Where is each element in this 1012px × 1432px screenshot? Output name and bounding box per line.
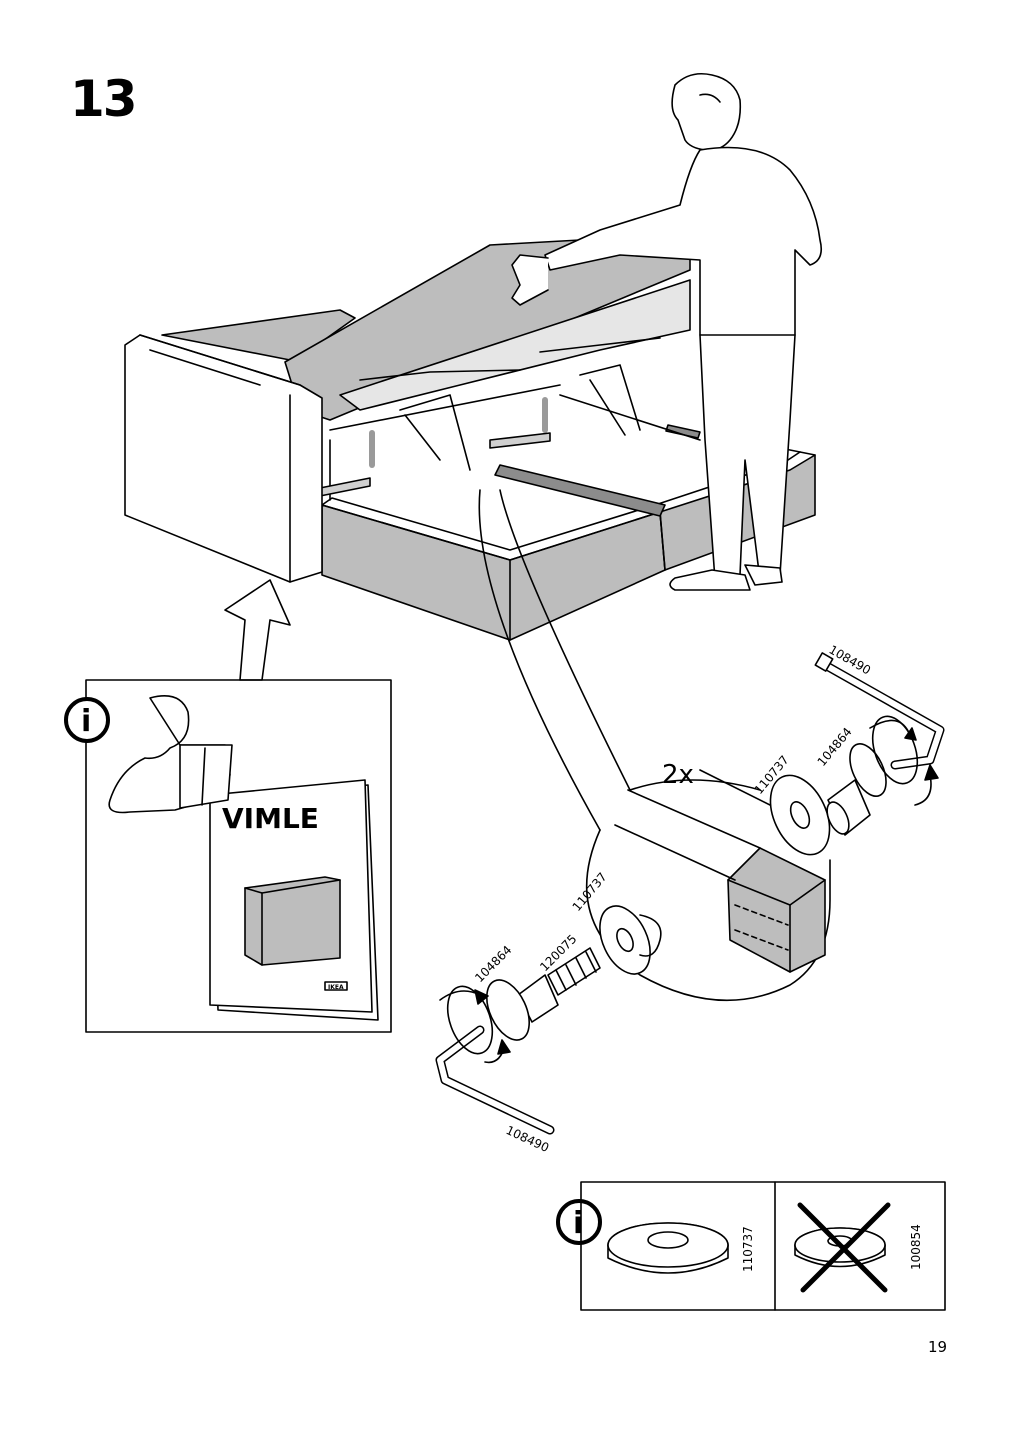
step-number: 13 (70, 70, 138, 128)
part-label-washer-wrong: 100854 (909, 1224, 923, 1270)
part-label-washer-correct: 110737 (741, 1226, 755, 1272)
person (511, 72, 823, 591)
booklet-brand-logo: IKEA (328, 984, 344, 991)
lower-hardware (435, 905, 662, 1135)
armrest (124, 334, 323, 583)
zoom-detail (585, 769, 831, 1002)
page-number: 19 (928, 1338, 948, 1356)
info-icon (556, 1199, 602, 1245)
booklet-title: VIMLE (222, 802, 319, 835)
info-icon (64, 697, 110, 743)
info-icon-glyph: i (573, 1206, 583, 1241)
upper-hardware (769, 652, 945, 856)
quantity-label: 2x (662, 760, 694, 790)
part-label-cap-nut-lower: 104864 (472, 943, 514, 985)
callout-curve (478, 489, 601, 831)
info-icon-glyph: i (81, 704, 91, 739)
washer-comparison-box (580, 1181, 946, 1311)
arrow-to-armrest (224, 579, 291, 681)
part-label-cap-nut-upper: 104864 (815, 725, 855, 769)
manual-reference-box (85, 679, 392, 1033)
